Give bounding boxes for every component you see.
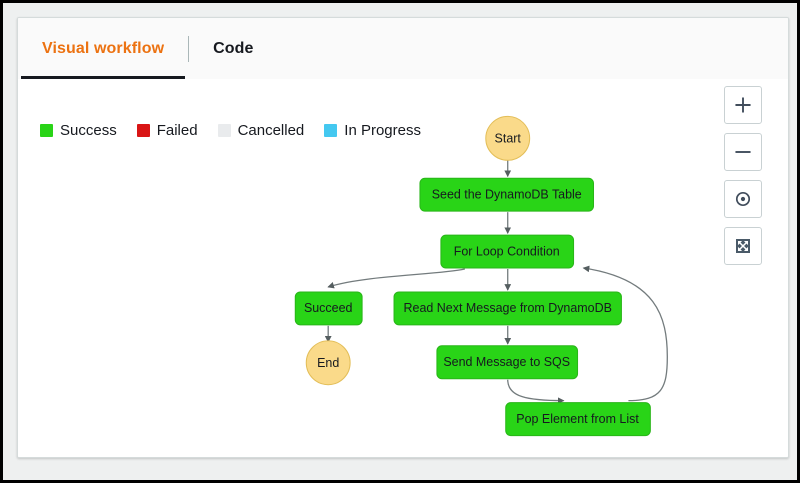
node-for-loop-condition[interactable]: For Loop Condition (440, 234, 575, 269)
workflow-graph[interactable]: Start Seed the DynamoDB Table For Loop C… (18, 79, 788, 458)
legend-label-failed: Failed (156, 122, 198, 139)
legend-item-cancelled: Cancelled (217, 122, 305, 139)
legend-item-success: Success (40, 122, 117, 139)
tab-divider (188, 35, 190, 62)
status-legend: Success Failed Cancelled In Progress (40, 122, 421, 139)
zoom-controls (724, 86, 762, 265)
tab-visual-workflow[interactable]: Visual workflow (18, 18, 188, 80)
zoom-out-button[interactable] (724, 133, 762, 171)
node-read-next-message-from-dynamodb[interactable]: Read Next Message from DynamoDB (393, 291, 622, 326)
edge-sqs-to-pop (507, 379, 565, 405)
legend-swatch-cancelled (217, 124, 231, 137)
fullscreen-button[interactable] (724, 227, 762, 265)
legend-item-in-progress: In Progress (324, 122, 421, 139)
legend-swatch-in-progress (324, 124, 338, 137)
tab-visual-workflow-label: Visual workflow (42, 39, 165, 57)
tab-code-label: Code (213, 39, 254, 57)
tab-code[interactable]: Code (189, 18, 277, 79)
minus-icon (735, 151, 751, 153)
node-succeed[interactable]: Succeed (294, 291, 363, 326)
legend-label-success: Success (60, 122, 117, 139)
node-start[interactable]: Start (485, 115, 531, 161)
node-send-message-to-sqs[interactable]: Send Message to SQS (436, 345, 579, 380)
center-graph-button[interactable] (724, 180, 762, 218)
plus-icon (735, 97, 751, 113)
legend-label-in-progress: In Progress (344, 122, 421, 139)
zoom-in-button[interactable] (724, 86, 762, 124)
graph-nodes: Start Seed the DynamoDB Table For Loop C… (294, 115, 651, 437)
workflow-canvas[interactable]: Success Failed Cancelled In Progress (18, 79, 788, 458)
legend-swatch-failed (136, 124, 150, 137)
legend-label-cancelled: Cancelled (237, 122, 305, 139)
graph-edges (324, 160, 668, 405)
legend-item-failed: Failed (136, 122, 198, 139)
edge-pop-to-forloop (582, 265, 668, 402)
node-end[interactable]: End (305, 340, 351, 386)
workflow-card: Visual workflow Code Success Failed (17, 17, 789, 458)
node-seed-the-dynamodb-table[interactable]: Seed the DynamoDB Table (419, 177, 595, 212)
tab-bar: Visual workflow Code (18, 18, 788, 80)
node-pop-element-from-list[interactable]: Pop Element from List (505, 402, 651, 437)
fullscreen-icon (736, 239, 750, 253)
legend-swatch-success (40, 124, 53, 137)
edge-forloop-to-succeed (327, 268, 465, 289)
target-icon (735, 191, 751, 207)
